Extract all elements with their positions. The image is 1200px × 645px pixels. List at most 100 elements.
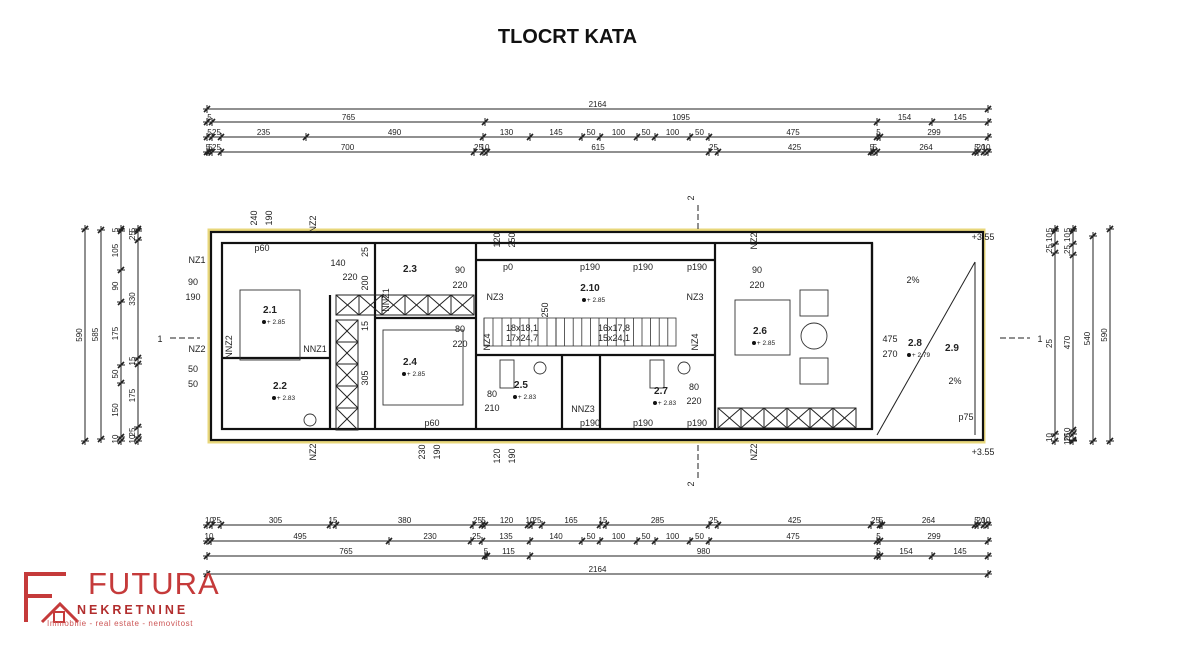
toilet-2-5 <box>533 361 547 375</box>
left-inner2-label: 25 <box>128 231 137 240</box>
door-220d: 220 <box>452 339 467 349</box>
stairs <box>483 317 677 347</box>
opening-nz4-a: NZ4 <box>482 333 492 350</box>
wardrobe-2-4-cross-b <box>335 319 359 343</box>
left-mid-label: 585 <box>91 327 100 341</box>
dim-305: 305 <box>360 370 370 385</box>
shower-2-7 <box>649 359 665 389</box>
room-level-2-6: + 2.85 <box>757 340 776 347</box>
room-level-2-5: + 2.83 <box>518 394 537 401</box>
top-row1-label: 5 <box>207 113 212 122</box>
window-50b: 50 <box>188 379 198 389</box>
wardrobe-2-4-cross-b <box>335 341 359 365</box>
bottom-total-label: 2164 <box>589 565 607 574</box>
left-inner2-label: 10 <box>128 434 137 443</box>
room-level-2-8: + 2.79 <box>912 352 931 359</box>
wardrobes <box>335 294 857 431</box>
wardrobe-2-3 <box>450 294 475 316</box>
top-row3-label: 5 <box>873 143 878 152</box>
left-inner2-label: 330 <box>128 292 137 306</box>
room-level-2-1: + 2.85 <box>267 319 286 326</box>
terrace <box>876 261 976 436</box>
left-inner-label: 5 <box>111 227 120 232</box>
section-mark-1-right: 1 <box>1037 334 1042 344</box>
room-label-2-5: 2.5 <box>514 380 528 391</box>
wardrobe-2-6-cross-b <box>740 407 765 429</box>
bottom-row2-label: 140 <box>549 532 563 541</box>
window-50a: 50 <box>188 364 198 374</box>
outer-level-bottom: +3.55 <box>972 447 995 457</box>
section-mark-2-bottom: 2 <box>686 481 696 486</box>
door-90: 90 <box>455 265 465 275</box>
section-mark-2-top: 2 <box>686 195 696 200</box>
top-row1-label: 145 <box>953 113 967 122</box>
bottom-row3-label: 980 <box>697 547 711 556</box>
opening-nnz3: NNZ3 <box>571 404 595 414</box>
top-row3-label: 10 <box>982 143 991 152</box>
wardrobe-2-3-cross-b <box>381 294 406 316</box>
dim-15: 15 <box>360 321 370 331</box>
wardrobe-2-4-cross-b <box>335 363 359 387</box>
top-row1-label: 1095 <box>672 113 690 122</box>
stair-2-size-b: 15x24,1 <box>598 333 630 343</box>
bottom-row2-label: 50 <box>695 532 704 541</box>
wardrobe-2-4-cross-b <box>335 407 359 431</box>
bottom-row1-label: 25 <box>473 516 482 525</box>
room-label-2-2: 2.2 <box>273 381 287 392</box>
opening-nz4-b: NZ4 <box>690 333 700 350</box>
bottom-row1-label: 25 <box>212 516 221 525</box>
door-250: 250 <box>507 232 517 247</box>
wardrobe-2-6-cross-b <box>717 407 742 429</box>
sill-p190a: p190 <box>580 262 600 272</box>
door-80c: 80 <box>689 382 699 392</box>
top-row2-label: 490 <box>388 128 402 137</box>
bottom-row1-label: 10 <box>526 516 535 525</box>
toilet-2-7 <box>677 361 691 375</box>
top-row3-label: 615 <box>591 143 605 152</box>
bottom-row1-label: 165 <box>564 516 578 525</box>
opening-nnz2-v: NNZ2 <box>224 335 234 359</box>
door-80: 80 <box>455 324 465 334</box>
right-mid-label: 540 <box>1083 331 1092 345</box>
top-row2-label: 25 <box>212 128 221 137</box>
sofa-2-6 <box>799 289 829 317</box>
wardrobe-2-3-cross-b <box>427 294 452 316</box>
bottom-row2-label: 50 <box>642 532 651 541</box>
right-outer-label: 590 <box>1100 328 1109 342</box>
window-240: 240 <box>249 210 259 225</box>
level-marker-icon <box>262 320 266 324</box>
bottom-row2-label: 10 <box>205 532 214 541</box>
wardrobe-2-3-cross-b <box>404 294 429 316</box>
window-270: 270 <box>882 349 897 359</box>
plan-title: TLOCRT KATA <box>497 26 638 48</box>
bottom-row1-label: 5 <box>974 516 979 525</box>
bottom-row1-label: 305 <box>269 516 283 525</box>
top-row3-label: 700 <box>341 143 355 152</box>
door-220c: 220 <box>749 280 764 290</box>
table-2-6 <box>734 299 791 356</box>
room-label-2-4: 2.4 <box>403 357 417 368</box>
bottom-row1-label: 425 <box>788 516 802 525</box>
left-outer-label: 590 <box>75 328 84 342</box>
slope-2pct-b: 2% <box>948 376 961 386</box>
door-220b: 220 <box>452 280 467 290</box>
window-230: 230 <box>417 444 427 459</box>
bottom-row1-label: 120 <box>500 516 514 525</box>
wardrobe-2-4-cross-b <box>335 385 359 409</box>
bottom-row1-label: 15 <box>329 516 338 525</box>
bottom-row1-label: 25 <box>871 516 880 525</box>
level-marker-icon <box>513 395 517 399</box>
top-row2-label: 5 <box>876 128 881 137</box>
top-row2-label: 100 <box>666 128 680 137</box>
sill-p190c: p190 <box>687 262 707 272</box>
room-level-2-4: + 2.85 <box>407 371 426 378</box>
logo-text: FUTURA <box>88 566 220 601</box>
top-row3-label: 5 <box>206 143 211 152</box>
opening-nz2-bottom: NZ2 <box>308 443 318 460</box>
top-row2-label: 50 <box>642 128 651 137</box>
door-80b: 80 <box>487 389 497 399</box>
bottom-row3-label: 115 <box>502 547 515 556</box>
door-120: 120 <box>492 232 502 247</box>
top-row2-label: 130 <box>500 128 514 137</box>
